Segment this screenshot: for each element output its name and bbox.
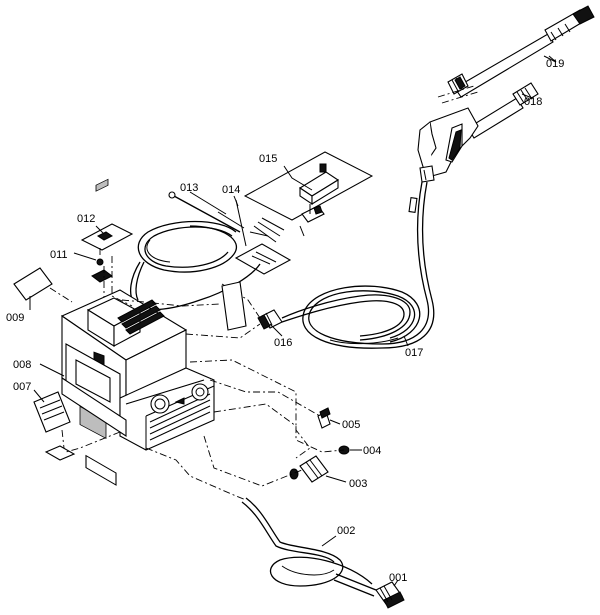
spray-gun [417,107,479,183]
label-009 [13,267,73,303]
label-019: 019 [546,58,564,70]
label-007 [33,391,76,461]
label-008: 008 [13,359,31,371]
hose-017 [281,181,435,349]
label-001: 001 [389,572,407,584]
part-labels: 019 018 015 013 014 012 011 009 008 007 … [6,58,564,584]
leader-lines [29,55,557,587]
label-009: 009 [6,312,24,324]
pin-013 [168,191,245,233]
label-012: 012 [77,213,95,225]
label-013: 013 [180,182,198,194]
label-011: 011 [50,249,68,261]
label-016: 016 [274,337,292,349]
coupling-016 [257,309,283,330]
vents [117,299,165,335]
label-018: 018 [524,96,542,108]
label-014: 014 [222,184,240,196]
label-012 [80,178,134,251]
kit-015 [243,151,374,237]
label-003: 003 [349,478,367,490]
accessory-014 [234,199,292,275]
label-017: 017 [405,347,423,359]
card-near-pump [221,281,247,331]
label-015: 015 [259,153,277,165]
label-007: 007 [13,381,31,393]
fitting-003 [289,455,329,483]
screw-011 [91,248,113,298]
connector-001 [375,581,405,609]
label-005: 005 [342,419,360,431]
hose-002 [241,497,377,597]
lance-019 [447,5,595,98]
label-004: 004 [363,445,381,457]
fitting-005 [317,407,331,429]
main-unit-008 [60,289,215,486]
label-002: 002 [337,525,355,537]
